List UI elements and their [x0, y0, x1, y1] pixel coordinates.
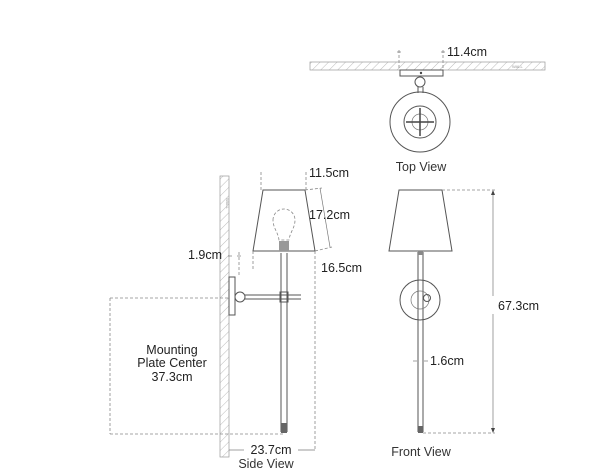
shade-height-dimension: 17.2cm: [309, 208, 350, 222]
extension-dimension: 23.7cm: [251, 443, 292, 457]
wall-label: WALL: [225, 198, 230, 210]
shade-outline: [389, 91, 451, 153]
stem-finial: [281, 423, 287, 433]
stem-width-dimension: 1.6cm: [430, 354, 464, 368]
shade-bottom-dimension: 16.5cm: [321, 261, 362, 275]
arm-ball: [414, 76, 426, 88]
overall-height-dimension: 67.3cm: [498, 299, 539, 313]
bulb-socket: [279, 241, 289, 251]
bulb-outline: [272, 208, 296, 241]
top-view-caption: Top View: [396, 160, 447, 174]
top-view: WALL 11.4cm Top View: [309, 45, 546, 174]
arm-ball: [234, 291, 246, 303]
top-width-dimension: 11.4cm: [447, 45, 487, 59]
shade-top-dimension: 11.5cm: [309, 166, 349, 180]
arm-knuckle: [423, 294, 431, 302]
arm-knuckle: [279, 291, 289, 303]
wall-plate: [228, 276, 236, 316]
wall-label: WALL: [512, 64, 524, 69]
wall-plate: [399, 69, 444, 77]
side-view: WALL 11.5cm 17.2cm 16.5cm 1.9cm Mounting…: [109, 166, 362, 471]
front-view: 67.3cm 1.6cm Front View: [388, 189, 539, 459]
lamp-shade: [388, 189, 453, 252]
plate-screw: [419, 71, 423, 75]
wall-section: [309, 61, 546, 71]
mounting-label-line2: Plate Center: [137, 356, 206, 370]
plate-depth-dimension: 1.9cm: [188, 248, 222, 262]
mounting-height-dimension: 37.3cm: [152, 370, 193, 384]
stem-finial: [418, 426, 423, 433]
wall-section: [219, 175, 230, 458]
mounting-label-line1: Mounting: [146, 343, 197, 357]
front-view-caption: Front View: [391, 445, 451, 459]
wall-plate: [399, 279, 441, 321]
shade-top-opening: [403, 105, 437, 139]
side-view-caption: Side View: [238, 457, 294, 471]
